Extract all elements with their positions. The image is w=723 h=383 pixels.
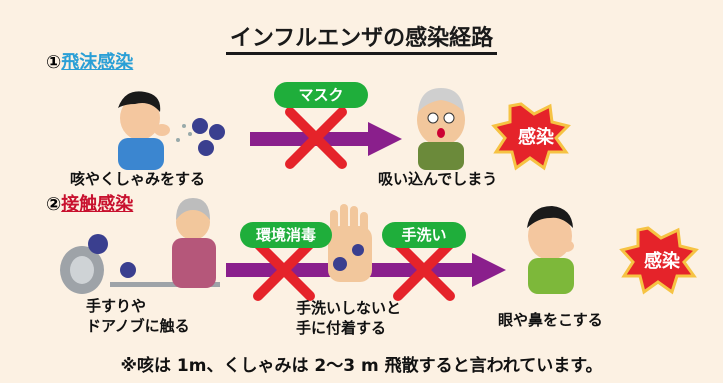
handwash-pill: 手洗い <box>382 222 466 248</box>
contact-middle-caption: 手洗いしないと 手に付着する <box>296 299 402 337</box>
section-droplet-name: 飛沫感染 <box>61 52 134 73</box>
footnote: ※咳は 1m、くしゃみは 2～3 m 飛散すると言われています。 <box>120 356 603 376</box>
disinfection-cross <box>253 239 315 301</box>
contaminated-hand-illustration <box>328 204 372 282</box>
droplet-target-caption: 吸い込んでしまう <box>378 170 498 188</box>
doorknob-illustration <box>60 234 220 294</box>
contact-source-caption: 手すりや ドアノブに触る <box>86 297 190 335</box>
section-contact-name: 接触感染 <box>61 194 134 215</box>
sneezing-person-illustration <box>118 91 225 170</box>
droplet-arrow-head <box>368 122 402 156</box>
page-title: インフルエンザの感染経路 <box>0 20 723 55</box>
infection-label-1: 感染 <box>518 127 554 148</box>
infection-burst-2 <box>619 226 699 295</box>
handwash-cross <box>393 239 455 301</box>
contact-target-caption: 眼や鼻をこする <box>498 311 603 329</box>
infection-label-2: 感染 <box>644 251 680 272</box>
section-contact-heading: ②接触感染 <box>46 194 134 215</box>
elderly-person-illustration <box>417 88 465 170</box>
section-droplet-heading: ①飛沫感染 <box>46 52 134 73</box>
droplet-source-caption: 咳やくしゃみをする <box>70 170 206 188</box>
infection-burst-1 <box>491 102 571 171</box>
rubbing-eyes-person-illustration <box>527 206 574 294</box>
grandmother-illustration <box>172 198 216 288</box>
mask-pill: マスク <box>274 82 368 108</box>
contact-arrow-head <box>472 253 506 287</box>
disinfection-pill: 環境消毒 <box>240 222 332 248</box>
mask-cross <box>285 107 347 169</box>
